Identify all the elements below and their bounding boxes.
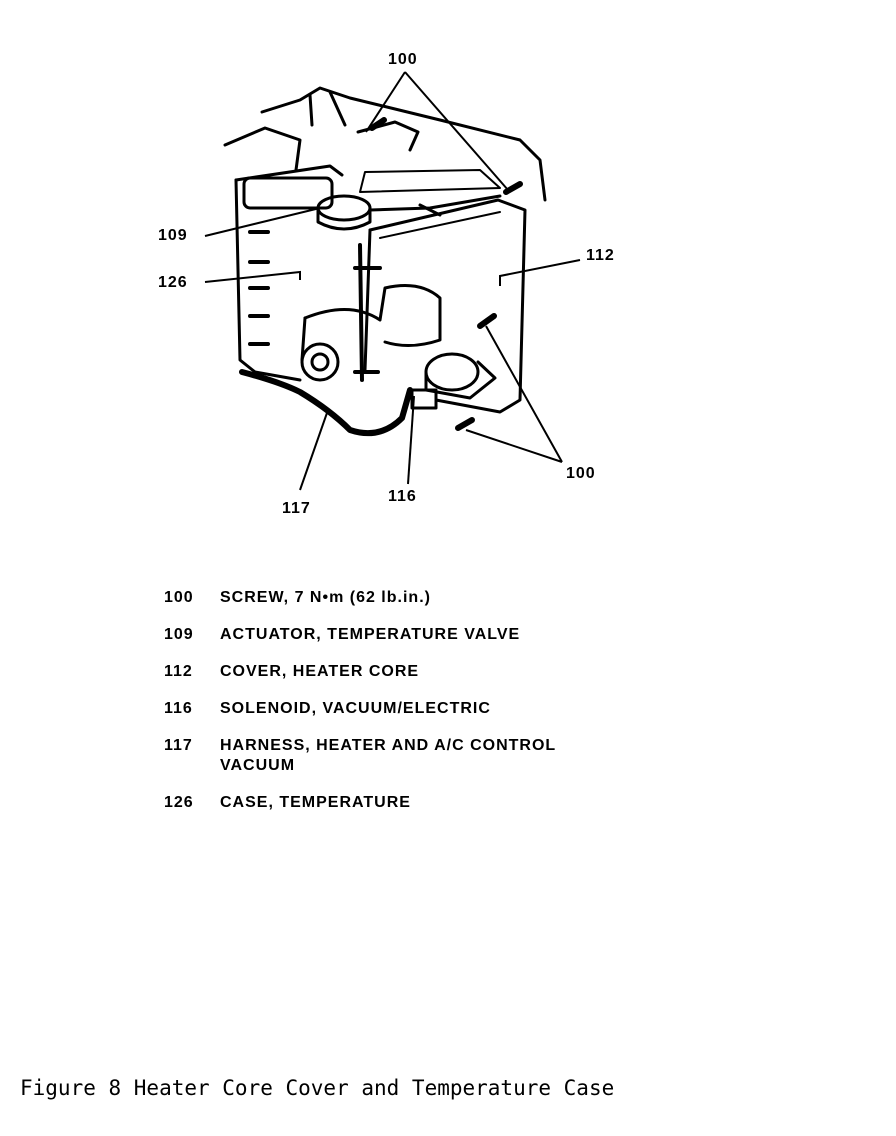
legend-row: 109 ACTUATOR, TEMPERATURE VALVE: [164, 625, 684, 645]
vacuum-line: [358, 243, 364, 382]
upper-bracket: [223, 126, 302, 172]
legend-row: 116 SOLENOID, VACUUM/ELECTRIC: [164, 699, 684, 719]
parts-legend: 100 SCREW, 7 N•m (62 lb.in.) 109 ACTUATO…: [164, 588, 684, 830]
legend-number: 126: [164, 794, 194, 811]
callout-109: 109: [158, 227, 188, 244]
legend-row: 126 CASE, TEMPERATURE: [164, 793, 684, 813]
solenoid-connector: [410, 388, 438, 410]
top-plenum: [359, 169, 501, 193]
temperature-case-left-edge: [234, 178, 257, 374]
callout-117: 117: [282, 500, 311, 517]
leader-112: [499, 259, 581, 286]
heater-core-cover-outline: [368, 198, 527, 414]
screw-top-right: [503, 181, 523, 195]
legend-row: 112 COVER, HEATER CORE: [164, 662, 684, 682]
leader-109: [204, 207, 321, 237]
legend-description: COVER, HEATER CORE: [220, 663, 420, 680]
callout-116: 116: [388, 488, 417, 505]
top-mount: [356, 120, 420, 152]
vacuum-harness: [239, 369, 413, 436]
legend-description: CASE, TEMPERATURE: [220, 794, 411, 811]
leader-100-bottom: [465, 325, 563, 463]
callout-112: 112: [586, 247, 615, 264]
screw-top: [369, 117, 387, 131]
temperature-case-top-box: [242, 176, 334, 210]
legend-number: 116: [164, 700, 193, 717]
callout-100-top: 100: [388, 51, 418, 68]
heater-core-illustration: [204, 71, 581, 491]
legend-description: SCREW, 7 N•m (62 lb.in.): [220, 589, 431, 606]
callout-100-bottom: 100: [566, 465, 596, 482]
vacuum-valve: [300, 342, 340, 382]
figure-caption: Figure 8 Heater Core Cover and Temperatu…: [20, 1076, 615, 1100]
legend-number: 117: [164, 737, 193, 754]
dashboard-outline: [260, 86, 547, 202]
screw-bottom: [455, 417, 475, 431]
case-clips: [248, 230, 270, 346]
legend-description: HARNESS, HEATER AND A/C CONTROL VACUUM: [220, 737, 557, 774]
cover-panel: [303, 284, 442, 347]
legend-number: 109: [164, 626, 194, 643]
leader-126: [204, 270, 301, 283]
leader-116: [407, 395, 415, 485]
legend-description: SOLENOID, VACUUM/ELECTRIC: [220, 700, 491, 717]
vacuum-solenoid: [424, 352, 480, 392]
callout-126: 126: [158, 274, 188, 291]
temperature-case-top-left: [234, 164, 344, 182]
legend-row: 117 HARNESS, HEATER AND A/C CONTROL VACU…: [164, 736, 684, 776]
actuator-rod: [368, 194, 502, 212]
legend-number: 100: [164, 589, 194, 606]
leader-117: [299, 409, 329, 491]
leader-100-top: [365, 71, 509, 191]
legend-row: 100 SCREW, 7 N•m (62 lb.in.): [164, 588, 684, 608]
legend-number: 112: [164, 663, 193, 680]
dash-vent: [308, 90, 347, 127]
screw-right: [477, 313, 497, 329]
legend-description: ACTUATOR, TEMPERATURE VALVE: [220, 626, 521, 643]
